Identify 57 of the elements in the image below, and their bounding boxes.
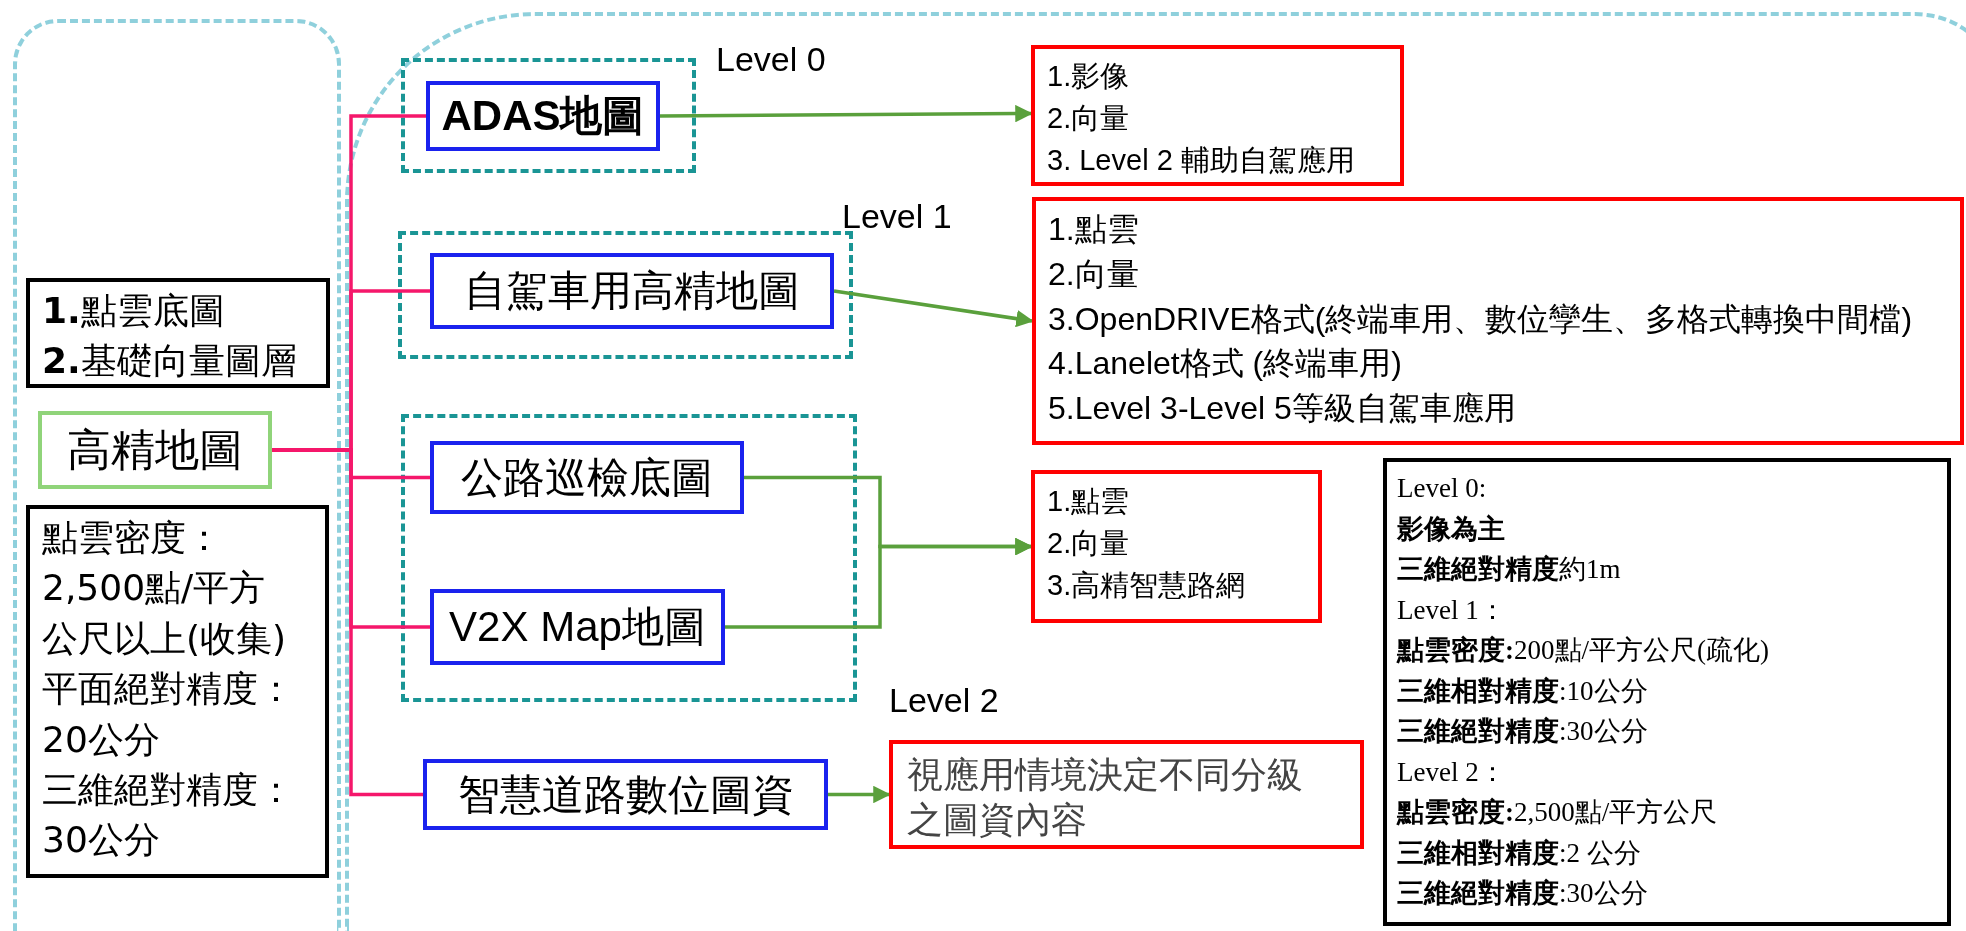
content-box xyxy=(889,740,1364,849)
dashed-panel xyxy=(13,19,341,931)
node-label: V2X Map地圖 xyxy=(449,602,706,652)
map-type-box xyxy=(430,589,725,665)
list-item: 1.影像 xyxy=(1047,59,1131,94)
content-box xyxy=(1031,470,1322,623)
spec-text: 三維絕對精度:30公分 xyxy=(1397,715,1649,748)
node-label: ADAS地圖 xyxy=(441,91,645,141)
info-text: 平面絕對精度：20公分 xyxy=(42,667,295,762)
list-item: 視應用情境決定不同分級之圖資內容 xyxy=(907,753,1304,842)
list-item: 2.向量 xyxy=(1048,254,1140,294)
list-item: 2.向量 xyxy=(1047,101,1131,137)
info-text: 點雲密度：2,500點/平方公尺以上(收集) xyxy=(42,516,288,661)
node-label: 自駕車用高精地圖 xyxy=(464,266,800,316)
map-type-box xyxy=(430,253,834,329)
connector-line xyxy=(272,448,423,797)
content-box xyxy=(1032,197,1964,445)
list-item: 3. Level 2 輔助自駕應用 xyxy=(1047,143,1356,179)
list-item: 1.點雲 xyxy=(1048,210,1140,249)
list-item: 1.點雲 xyxy=(1047,484,1131,519)
info-box xyxy=(26,278,330,388)
map-type-box xyxy=(423,759,828,830)
info-text: 1.點雲底圖 xyxy=(42,289,226,333)
level-label: Level 0 xyxy=(716,40,826,79)
level-label: Level 2 xyxy=(889,681,999,720)
content-box xyxy=(1031,45,1404,186)
list-item: 4.Lanelet格式 (終端車用) xyxy=(1048,344,1403,384)
spec-text: 點雲密度:2,500點/平方公尺 xyxy=(1397,796,1719,829)
spec-text: 三維絕對精度約1m xyxy=(1397,553,1622,586)
arrow xyxy=(833,289,1034,328)
spec-text: Level 1： xyxy=(1397,593,1507,627)
arrow xyxy=(660,104,1033,123)
spec-text: 三維相對精度:10公分 xyxy=(1397,674,1649,708)
info-text: 2.基礎向量圖層 xyxy=(42,339,298,384)
info-text: 三維絕對精度：30公分 xyxy=(42,767,295,863)
map-type-box xyxy=(430,441,744,514)
spec-text: 三維絕對精度:30公分 xyxy=(1397,877,1649,910)
list-item: 3.高精智慧路網 xyxy=(1047,568,1247,604)
root-box xyxy=(38,411,272,489)
spec-text: 影像為主 xyxy=(1397,512,1506,546)
spec-text: Level 2： xyxy=(1397,755,1507,789)
spec-text: 點雲密度:200點/平方公尺(疏化) xyxy=(1397,634,1770,667)
spec-box xyxy=(1383,458,1951,926)
dashed-panel xyxy=(345,12,1966,931)
info-box xyxy=(26,505,329,878)
node-label: 高精地圖 xyxy=(67,422,243,477)
arrow xyxy=(828,785,891,804)
spec-text: 三維相對精度:2 公分 xyxy=(1397,836,1642,870)
level-label: Level 1 xyxy=(842,197,952,236)
list-item: 3.OpenDRIVE格式(終端車用、數位孿生、多格式轉換中間檔) xyxy=(1048,299,1914,339)
node-label: 公路巡檢底圖 xyxy=(461,452,713,503)
map-type-box xyxy=(426,81,660,151)
arrow xyxy=(725,537,1033,629)
list-item: 5.Level 3-Level 5等級自駕車應用 xyxy=(1048,389,1517,429)
spec-text: Level 0: xyxy=(1397,472,1488,505)
node-label: 智慧道路數位圖資 xyxy=(457,769,794,820)
list-item: 2.向量 xyxy=(1047,526,1131,562)
